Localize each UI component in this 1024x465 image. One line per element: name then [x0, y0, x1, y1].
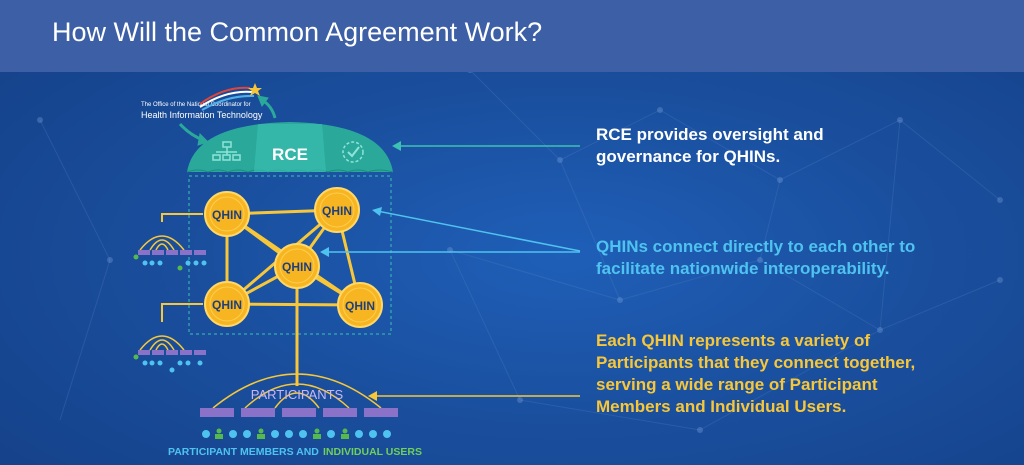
person-icon [327, 430, 335, 438]
qhin-callout-line2: facilitate nationwide interoperability. [596, 259, 890, 278]
left-participant-group-1 [133, 250, 207, 271]
rce-callout-line1: RCE provides oversight and [596, 125, 824, 144]
person-icon [243, 430, 251, 438]
participants-label: PARTICIPANTS [251, 387, 344, 402]
logo-arrows [178, 95, 277, 146]
check-badge-icon [342, 141, 364, 163]
participants-callout-line2: Participants that they connect together, [596, 353, 916, 372]
qhin-label: QHIN [212, 208, 242, 222]
person-icon [299, 430, 307, 438]
person-icon [383, 430, 391, 438]
person-icon [202, 430, 210, 438]
person-icon [355, 430, 363, 438]
left-participant-group-2 [133, 350, 206, 373]
person-icon [215, 428, 223, 439]
rce-callout: RCE provides oversight and governance fo… [596, 124, 824, 168]
person-icon [369, 430, 377, 438]
qhin-label: QHIN [322, 204, 352, 218]
person-icon [341, 428, 349, 439]
qhin-label: QHIN [282, 260, 312, 274]
qhin-node: QHIN [204, 281, 250, 327]
person-icon [257, 428, 265, 439]
qhin-callout-line1: QHINs connect directly to each other to [596, 237, 916, 256]
participants-callout-line3: serving a wide range of Participant [596, 375, 878, 394]
rce-label: RCE [272, 145, 308, 164]
left-branch-connectors [161, 213, 203, 322]
participants-callout: Each QHIN represents a variety of Partic… [596, 330, 915, 418]
participants-callout-arrow [368, 391, 580, 401]
header-bar: How Will the Common Agreement Work? [0, 0, 1024, 72]
users-label: INDIVIDUAL USERS [323, 446, 422, 458]
qhin-callout-arrows [320, 207, 581, 257]
person-icon [285, 430, 293, 438]
hierarchy-icon [212, 141, 241, 161]
qhin-node: QHIN [337, 282, 383, 328]
bottom-participant-arcs [212, 373, 382, 409]
participants-callout-line4: Members and Individual Users. [596, 397, 847, 416]
left-participant-arcs [139, 235, 185, 351]
qhin-label: QHIN [345, 299, 375, 313]
qhin-callout: QHINs connect directly to each other to … [596, 236, 915, 280]
rce-callout-arrow [392, 141, 580, 151]
members-users-caption: PARTICIPANT MEMBERS AND INDIVIDUAL USERS [168, 446, 422, 458]
star-swoosh-icon [199, 83, 262, 111]
qhin-node: QHIN [314, 187, 360, 233]
qhin-node: QHIN [204, 191, 250, 237]
person-icon [313, 428, 321, 439]
rce-callout-line2: governance for QHINs. [596, 147, 781, 166]
person-icon [271, 430, 279, 438]
participants-callout-line1: Each QHIN represents a variety of [596, 331, 871, 350]
members-label: PARTICIPANT MEMBERS AND [168, 446, 319, 458]
bottom-participant-bars [200, 408, 398, 417]
qhin-node: QHIN [274, 243, 320, 289]
person-icon [229, 430, 237, 438]
onc-logo-line1: The Office of the National Coordinator f… [141, 102, 251, 108]
bottom-people-row [202, 428, 391, 439]
onc-logo-text: The Office of the National Coordinator f… [141, 100, 262, 120]
onc-logo-line2: Health Information Technology [141, 110, 263, 120]
page-title: How Will the Common Agreement Work? [52, 17, 543, 47]
qhin-label: QHIN [212, 298, 242, 312]
